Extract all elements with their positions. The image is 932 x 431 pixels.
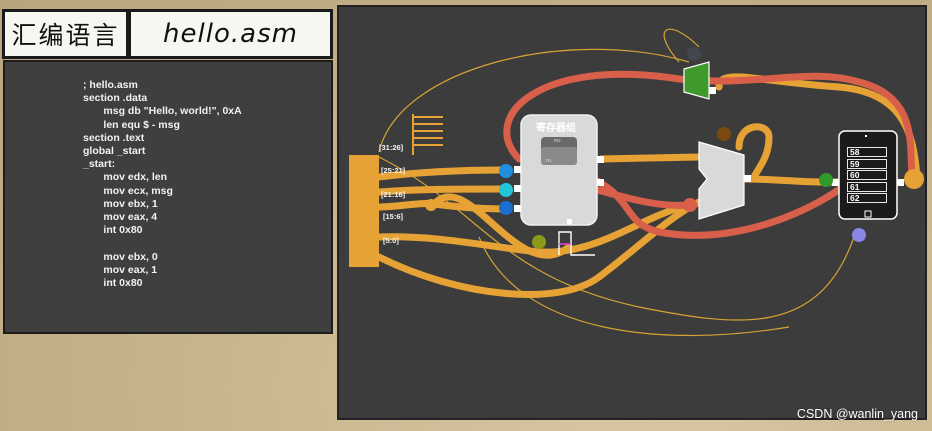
alu: [698, 141, 745, 220]
node-orange-large: [904, 169, 924, 189]
node-red: [683, 198, 697, 212]
bus-stubs: [412, 114, 443, 155]
memory-cell: 58: [847, 147, 887, 157]
connectors: [514, 87, 904, 224]
memory-port: [864, 210, 872, 218]
regfile-port-clk: CLK: [569, 212, 578, 217]
file-title: hello.asm: [128, 9, 333, 59]
node-brown: [717, 127, 731, 141]
bus-label-15-6: [15:6]: [383, 212, 404, 221]
bus-label-25-21: [25:21]: [381, 166, 406, 175]
regfile-port-rd: RD: [554, 138, 561, 143]
memory-cell: 60: [847, 170, 887, 180]
language-title: 汇编语言: [2, 9, 129, 59]
memory-cells: 58 59 60 61 62: [847, 147, 887, 205]
instruction-bus: [349, 155, 379, 267]
code-panel: ; hello.asm section .data msg db "Hello,…: [3, 60, 333, 334]
alu-label-out-2: Out: [707, 202, 715, 207]
register-file-inner-lower: [541, 147, 577, 165]
node-orange-small: [425, 199, 437, 211]
regfile-port-out: (rs/d): [579, 158, 590, 163]
node-blue: [499, 164, 513, 178]
node-olive: [532, 235, 546, 249]
regfile-port-pin: Pin: [526, 157, 533, 162]
regfile-port-a3: A3(rd): [526, 207, 539, 212]
green-mux: [683, 61, 710, 100]
code-listing: ; hello.asm section .data msg db "Hello,…: [83, 79, 242, 290]
node-green: [819, 173, 833, 187]
node-purple: [852, 228, 866, 242]
memory-cell: 62: [847, 193, 887, 203]
memory-cell: 61: [847, 181, 887, 192]
clock-symbol: [558, 231, 595, 256]
alu-label-zero: Zero: [705, 157, 715, 162]
alu-label-out: Out: [727, 177, 735, 182]
regfile-port-writeen: WriteEn: [531, 220, 547, 225]
cpu-diagram-panel: [31:26] [25:21] [21:16] [15:6] [5:0] 寄存器…: [337, 5, 927, 420]
regfile-port-writedata: WriteData: [526, 214, 546, 219]
node-cyan-1: [499, 183, 513, 197]
regfile-port-a1: A1(rs): [526, 169, 539, 174]
bus-label-31-26: [31:26]: [379, 143, 404, 152]
node-gray: [687, 47, 701, 61]
node-blue-2: [499, 201, 513, 215]
register-file-title: 寄存器组: [536, 123, 576, 134]
regfile-port-a2: A2(rt): [526, 188, 538, 193]
bus-label-21-16: [21:16]: [381, 190, 406, 199]
bus-label-5-0: [5:0]: [383, 236, 399, 245]
memory-dot: [865, 135, 867, 137]
datapath-diagram: [349, 28, 924, 337]
memory-cell: 59: [847, 158, 887, 169]
regfile-port-r1: R1: [546, 158, 552, 163]
watermark: CSDN @wanlin_yang: [796, 407, 918, 421]
